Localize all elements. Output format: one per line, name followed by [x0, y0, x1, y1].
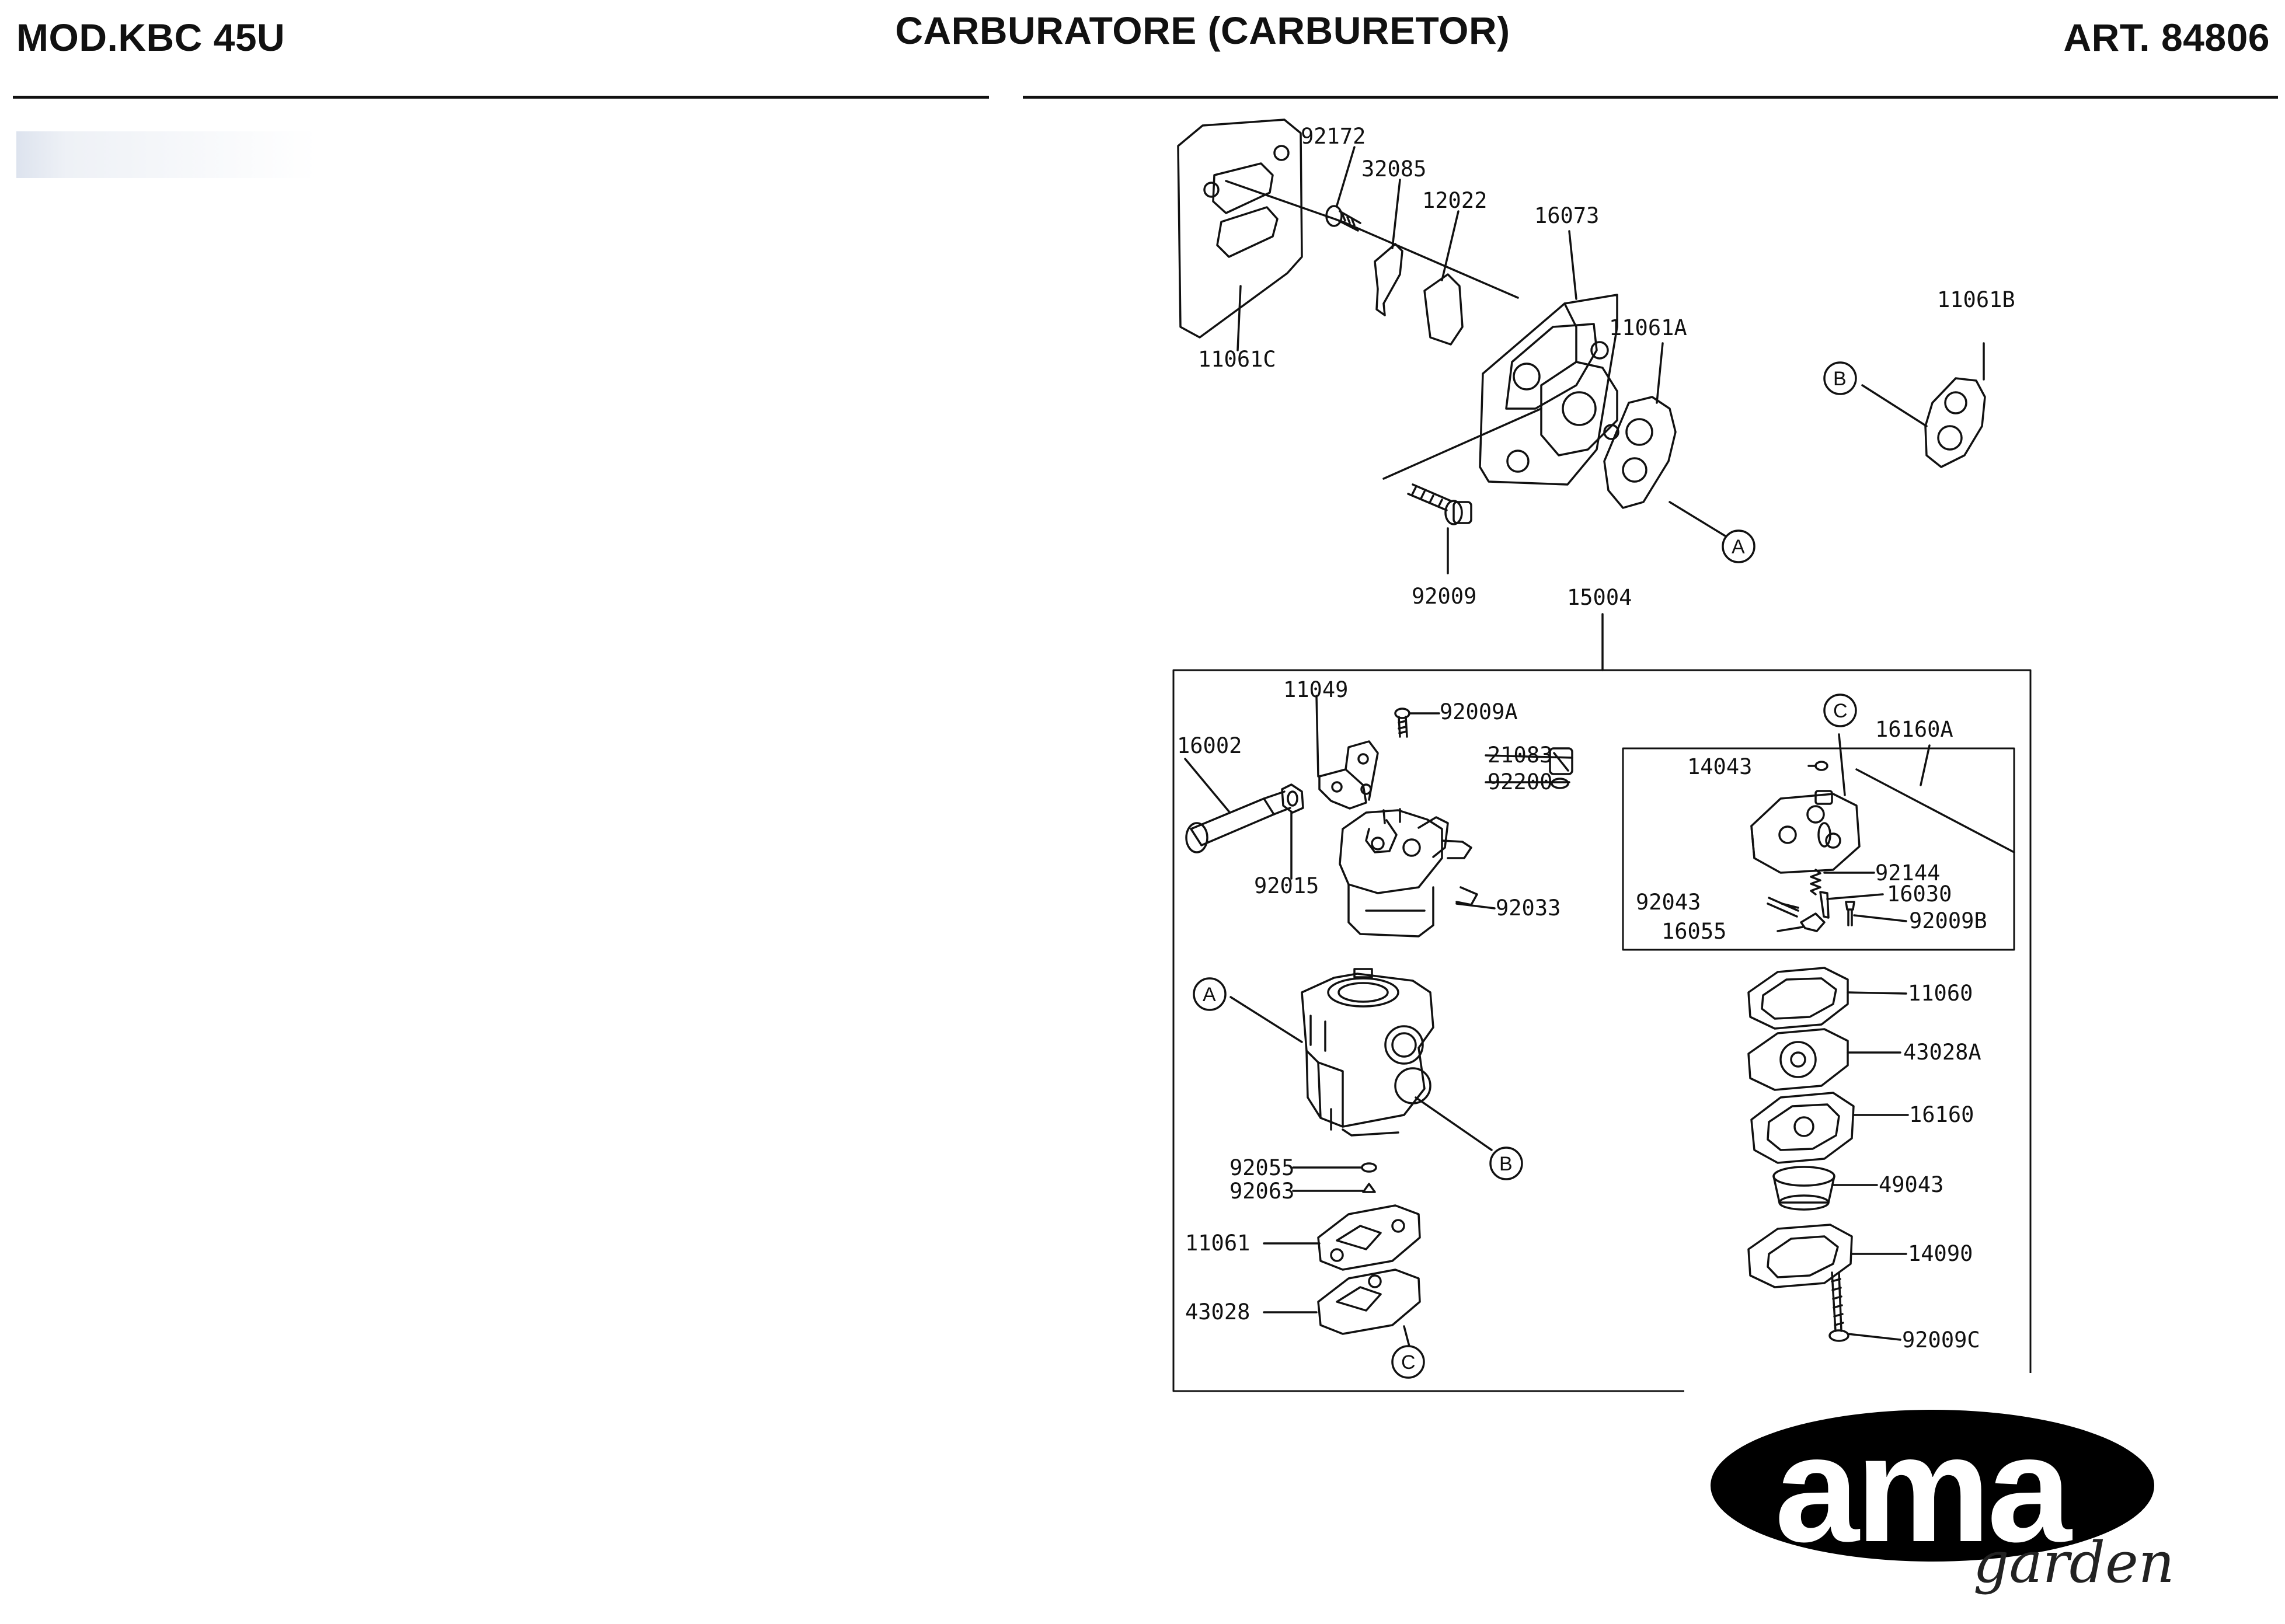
header-rule-left [13, 96, 989, 99]
part-label: 15004 [1567, 585, 1632, 610]
part-label: 92063 [1229, 1179, 1294, 1204]
insulator-plate-part [1177, 119, 1303, 339]
logo-word: ama [1775, 1405, 2072, 1574]
screw-a-part [1394, 708, 1410, 738]
marker-a-top [1722, 529, 1755, 563]
bracket-part [1318, 740, 1379, 810]
lever-part [1800, 912, 1826, 932]
spring-part [1810, 869, 1821, 895]
screw-b-part [1845, 901, 1855, 926]
part-label: 32085 [1361, 156, 1426, 182]
gasket-part [1423, 273, 1464, 346]
part-label: 12022 [1422, 188, 1487, 213]
part-label: 11061A [1609, 315, 1687, 340]
washer-small-part [1361, 1162, 1377, 1173]
part-label: 16055 [1661, 919, 1726, 944]
cap-part [1772, 1166, 1835, 1211]
plate-part [1374, 243, 1403, 316]
model-title: MOD.KBC 45U [16, 16, 285, 59]
part-label: 21083 [1488, 743, 1552, 768]
part-label: 16002 [1177, 733, 1242, 758]
marker-a-bottom [1193, 977, 1227, 1011]
marker-a-bottom-label: A [1203, 984, 1216, 1006]
part-label: 11049 [1283, 677, 1348, 702]
gasket-a-part [1603, 396, 1677, 509]
part-label: 16160A [1875, 717, 1953, 742]
marker-b-bottom-label: B [1499, 1153, 1513, 1175]
screw-part [1407, 483, 1472, 525]
marker-b-bottom [1489, 1146, 1523, 1180]
part-label: 92015 [1254, 873, 1319, 898]
carburetor-housing-part [1479, 294, 1619, 486]
filter-screen-part [1362, 1183, 1376, 1193]
part-label: 11061C [1198, 347, 1276, 372]
pump-subassembly-box [1622, 747, 2015, 951]
part-label: 11060 [1908, 981, 1973, 1006]
nut-part [1281, 783, 1304, 814]
pump-cover-part [1750, 790, 1861, 874]
part-label: 92033 [1496, 895, 1561, 921]
pump-diaphragm-part [1747, 1028, 1849, 1091]
part-label: 49043 [1879, 1172, 1943, 1197]
part-label: 16160 [1909, 1102, 1974, 1127]
needle-part [1819, 891, 1830, 919]
metering-body-part [1750, 1092, 1855, 1164]
part-label: 16073 [1534, 203, 1599, 228]
throttle-body-part [1339, 808, 1478, 938]
blank-panel-shading [16, 131, 518, 178]
part-label: 11061B [1937, 287, 2015, 312]
part-label: 92009A [1440, 699, 1518, 724]
marker-b-top-label: B [1833, 368, 1847, 390]
marker-c-top [1823, 693, 1857, 727]
part-label: 92144 [1875, 860, 1940, 886]
pump-gasket-part [1747, 967, 1849, 1030]
bolt-part [1325, 205, 1361, 232]
plug-part [1549, 747, 1573, 775]
part-label: 14043 [1687, 754, 1752, 779]
marker-b-top [1823, 361, 1857, 395]
carburetor-body-part [1301, 968, 1434, 1137]
marker-c-top-label: C [1833, 700, 1848, 722]
part-label: 43028A [1903, 1040, 1981, 1065]
part-label: 92200 [1488, 769, 1552, 794]
part-label: 92009C [1902, 1327, 1980, 1353]
part-label: 92043 [1636, 890, 1701, 915]
idle-screw-part [1185, 790, 1291, 853]
ama-garden-logo: ama garden [1684, 1373, 2280, 1618]
washer-part [1551, 778, 1569, 789]
page-title: CARBURATORE (CARBURETOR) [895, 9, 1510, 52]
header-rule-right [1023, 96, 2278, 99]
part-label: 43028 [1185, 1299, 1250, 1325]
screw-c-part [1828, 1271, 1849, 1342]
gasket-b-part [1924, 377, 1986, 468]
marker-c-bottom [1391, 1345, 1425, 1379]
article-number: ART. 84806 [2063, 16, 2270, 59]
check-valve-part [1814, 761, 1828, 771]
marker-a-top-label: A [1732, 536, 1745, 558]
cover-part [1747, 1224, 1853, 1288]
logo-subtitle: garden [1973, 1530, 2175, 1595]
part-label: 14090 [1908, 1241, 1973, 1266]
part-label: 92172 [1301, 124, 1366, 149]
diaphragm-part [1317, 1268, 1421, 1335]
part-label: 92055 [1229, 1155, 1294, 1180]
part-label: 11061 [1185, 1231, 1250, 1256]
part-label: 92009 [1412, 584, 1476, 609]
part-label: 92009B [1909, 908, 1987, 933]
gasket-pump-part [1317, 1204, 1421, 1271]
part-label: 16030 [1887, 881, 1952, 907]
carburetor-assembly-box [1172, 669, 2032, 1392]
marker-c-bottom-label: C [1401, 1351, 1416, 1374]
